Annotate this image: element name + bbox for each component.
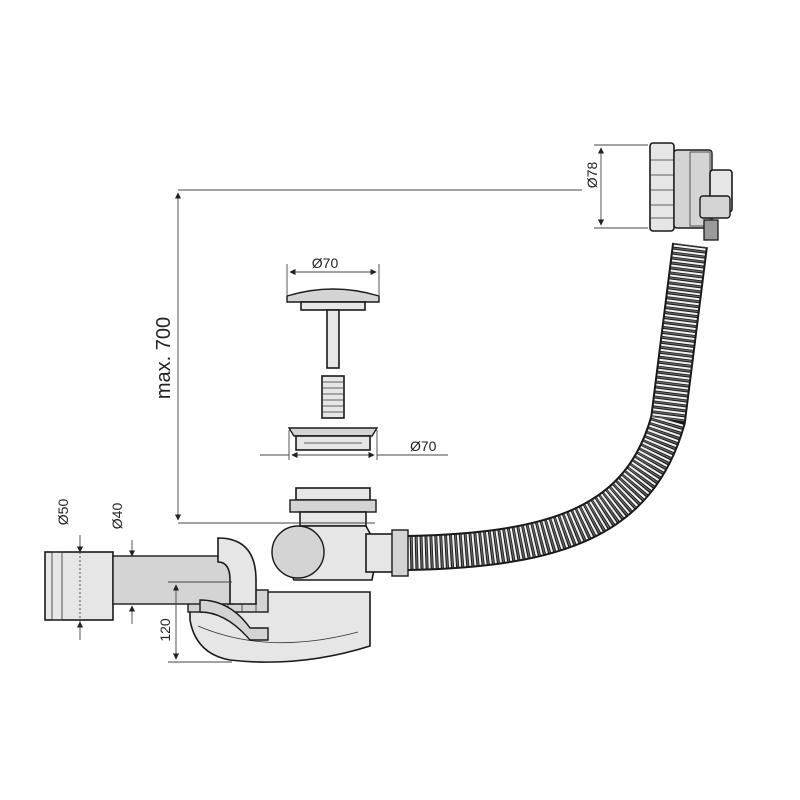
- max-height-label: max. 700: [153, 317, 175, 399]
- outlet-pipe: [44, 537, 269, 641]
- overflow-head: [649, 142, 733, 241]
- dimension-overflow-diameter: [594, 144, 648, 229]
- dimension-trap-height: [168, 581, 232, 663]
- dimension-plug-diameter: [286, 264, 380, 296]
- outlet-d40-label: Ø40: [109, 503, 125, 530]
- corrugated-hose: [407, 242, 708, 571]
- outlet-d50-label: Ø50: [55, 499, 71, 526]
- plug-diameter-label: Ø70: [312, 255, 339, 271]
- trap-height-label: 120: [157, 618, 173, 642]
- drain-plug: [286, 288, 380, 419]
- dimension-max-height: [174, 189, 582, 524]
- waste-body: [271, 487, 409, 581]
- overflow-diameter-label: Ø78: [584, 162, 600, 189]
- flange-diameter-label: Ø70: [410, 438, 437, 454]
- dimension-flange-diameter: [260, 430, 448, 460]
- drain-flange: [287, 427, 379, 451]
